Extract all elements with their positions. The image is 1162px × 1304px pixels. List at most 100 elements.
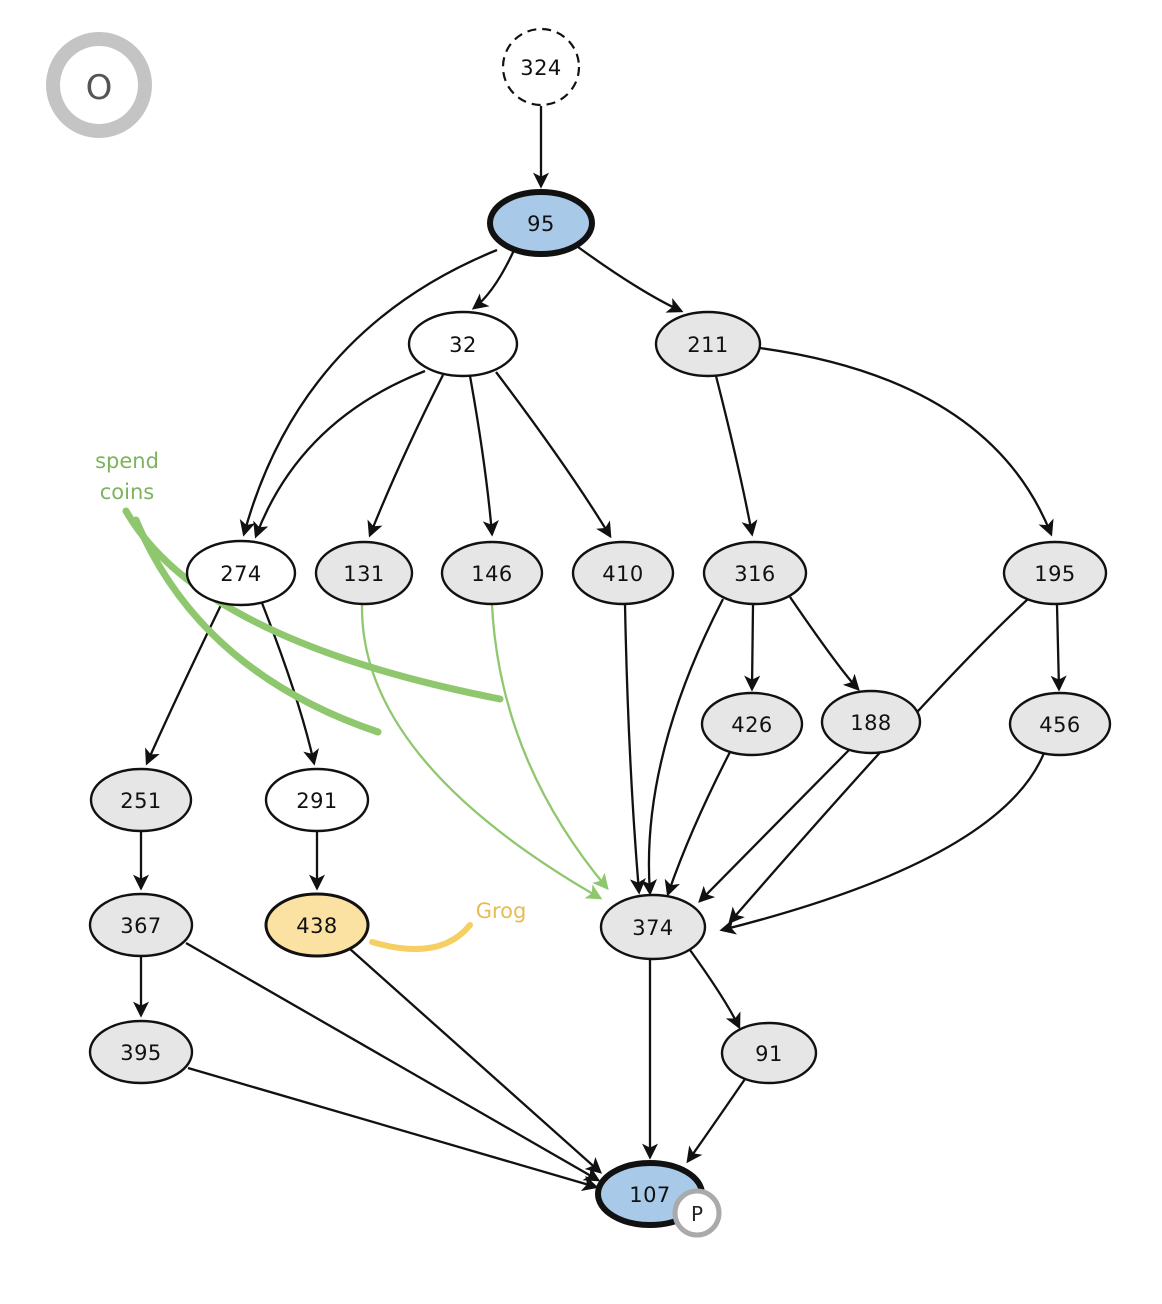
- edge-32-131: [367, 374, 445, 538]
- p-badge[interactable]: P: [672, 1188, 722, 1238]
- node-95-label: 95: [527, 212, 555, 236]
- node-456[interactable]: 456: [1008, 691, 1112, 757]
- node-91-label: 91: [755, 1042, 783, 1066]
- node-251-label: 251: [120, 789, 162, 813]
- node-32-shape[interactable]: [407, 310, 519, 378]
- node-146[interactable]: 146: [440, 540, 544, 606]
- logo-ring: [46, 32, 152, 138]
- edge-367-107: [185, 942, 601, 1182]
- node-316[interactable]: 316: [702, 540, 808, 606]
- edge-32-274: [253, 369, 426, 539]
- node-324-shape[interactable]: [501, 27, 581, 107]
- edge-316-188: [789, 596, 860, 691]
- node-195[interactable]: 195: [1002, 540, 1108, 606]
- node-group: 324 95 32 211 274 131 146 410: [88, 27, 1112, 1228]
- edge-410-374: [623, 603, 646, 895]
- node-410-shape[interactable]: [571, 540, 675, 606]
- app-logo: O: [46, 32, 152, 138]
- node-211[interactable]: 211: [654, 310, 762, 378]
- edge-438-107: [349, 948, 603, 1174]
- edge-32-410: [495, 371, 612, 539]
- edge-146-374: [490, 604, 609, 891]
- node-291-shape[interactable]: [264, 767, 370, 833]
- node-91-shape[interactable]: [720, 1021, 818, 1085]
- node-395-label: 395: [120, 1041, 162, 1065]
- node-324[interactable]: 324: [501, 27, 581, 107]
- node-410-label: 410: [602, 562, 644, 586]
- node-316-shape[interactable]: [702, 540, 808, 606]
- edge-group-green: [360, 604, 609, 900]
- node-211-label: 211: [687, 333, 729, 357]
- node-395[interactable]: 395: [88, 1019, 194, 1085]
- edge-426-374: [664, 751, 732, 897]
- edge-374-91: [689, 949, 741, 1030]
- spend-coins-line1: spend: [95, 449, 159, 473]
- node-211-shape[interactable]: [654, 310, 762, 378]
- node-95[interactable]: 95: [487, 189, 595, 257]
- node-426-label: 426: [731, 713, 773, 737]
- node-456-label: 456: [1039, 713, 1081, 737]
- grog-label: Grog: [476, 899, 527, 923]
- logo-letter: O: [86, 68, 113, 108]
- node-274[interactable]: 274: [185, 539, 297, 607]
- node-316-label: 316: [734, 562, 776, 586]
- annotation-grog: Grog: [476, 899, 527, 923]
- node-131-label: 131: [343, 562, 385, 586]
- edge-32-146: [468, 375, 499, 537]
- node-131-shape[interactable]: [314, 540, 414, 606]
- node-374-shape[interactable]: [599, 893, 707, 961]
- edge-group-black: [132, 106, 1067, 1191]
- edge-131-374: [360, 604, 603, 900]
- spend-coins-underline-2: [132, 516, 382, 736]
- edge-395-107: [187, 1066, 599, 1191]
- node-146-label: 146: [471, 562, 513, 586]
- node-32-label: 32: [449, 333, 477, 357]
- edge-91-107: [686, 1078, 746, 1164]
- node-188[interactable]: 188: [820, 689, 922, 755]
- node-188-label: 188: [850, 711, 892, 735]
- node-291[interactable]: 291: [264, 767, 370, 833]
- p-badge-ring[interactable]: [672, 1188, 722, 1238]
- node-146-shape[interactable]: [440, 540, 544, 606]
- node-324-label: 324: [520, 56, 562, 80]
- p-badge-letter: P: [691, 1202, 703, 1226]
- node-291-label: 291: [296, 789, 338, 813]
- node-95-shape[interactable]: [487, 189, 595, 257]
- edge-316-374: [640, 598, 725, 896]
- node-438-shape[interactable]: [264, 892, 370, 958]
- node-456-shape[interactable]: [1008, 691, 1112, 757]
- node-374-label: 374: [632, 916, 674, 940]
- node-91[interactable]: 91: [720, 1021, 818, 1085]
- edge-95-211: [577, 246, 684, 313]
- node-251-shape[interactable]: [89, 767, 193, 833]
- node-410[interactable]: 410: [571, 540, 675, 606]
- node-195-shape[interactable]: [1002, 540, 1108, 606]
- node-374[interactable]: 374: [599, 893, 707, 961]
- node-274-label: 274: [220, 562, 262, 586]
- node-274-shape[interactable]: [185, 539, 297, 607]
- edge-211-316: [714, 375, 758, 537]
- annotation-spend-coins: spend coins: [95, 449, 159, 504]
- node-131[interactable]: 131: [314, 540, 414, 606]
- node-367[interactable]: 367: [88, 892, 194, 958]
- node-438-label: 438: [296, 914, 338, 938]
- edge-95-32: [471, 247, 517, 310]
- edge-95-274: [239, 248, 498, 537]
- edge-188-374: [698, 749, 850, 903]
- node-426-shape[interactable]: [700, 691, 804, 757]
- node-395-shape[interactable]: [88, 1019, 194, 1085]
- node-195-label: 195: [1034, 562, 1076, 586]
- grog-pointer: [369, 922, 473, 953]
- edge-316-426: [744, 604, 761, 692]
- edge-195-456: [1050, 604, 1067, 692]
- node-251[interactable]: 251: [89, 767, 193, 833]
- spend-coins-line2: coins: [100, 480, 154, 504]
- edge-195-374: [728, 598, 1029, 925]
- edge-274-251: [145, 602, 224, 766]
- node-188-shape[interactable]: [820, 689, 922, 755]
- node-32[interactable]: 32: [407, 310, 519, 378]
- node-426[interactable]: 426: [700, 691, 804, 757]
- node-367-shape[interactable]: [88, 892, 194, 958]
- node-438[interactable]: 438: [264, 892, 370, 958]
